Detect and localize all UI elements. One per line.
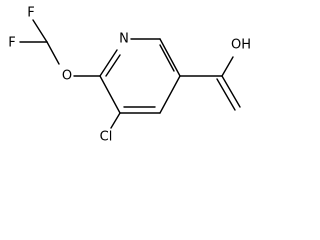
bond-ring-c3-c2: [99, 75, 121, 114]
molecule-structure: F F O N Cl OH: [8, 6, 251, 145]
bond-ring-c2-n1: [99, 49, 118, 77]
atom-label-oh: OH: [231, 38, 251, 53]
bond-c-oh: [221, 56, 234, 77]
atom-label-o-ether: O: [62, 69, 72, 84]
bond-cf-top: [32, 19, 48, 43]
bond-ring-c6-c5: [159, 38, 181, 77]
atom-label-cl: Cl: [100, 130, 113, 145]
bond-c-dbl-o-inner: [216, 78, 236, 111]
atom-label-f-top: F: [27, 6, 34, 21]
atom-label-f-left: F: [8, 36, 15, 51]
atom-label-n-ring: N: [119, 32, 129, 47]
bond-c-dbl-o-outer: [221, 75, 241, 108]
bond-c-o: [46, 41, 60, 65]
bond-ring-c2-n1-inner: [105, 54, 121, 77]
bond-ring-c6-c5-inner: [159, 44, 175, 72]
bond-ring-c5-c4: [159, 75, 181, 114]
bond-c3-cl: [110, 112, 121, 129]
